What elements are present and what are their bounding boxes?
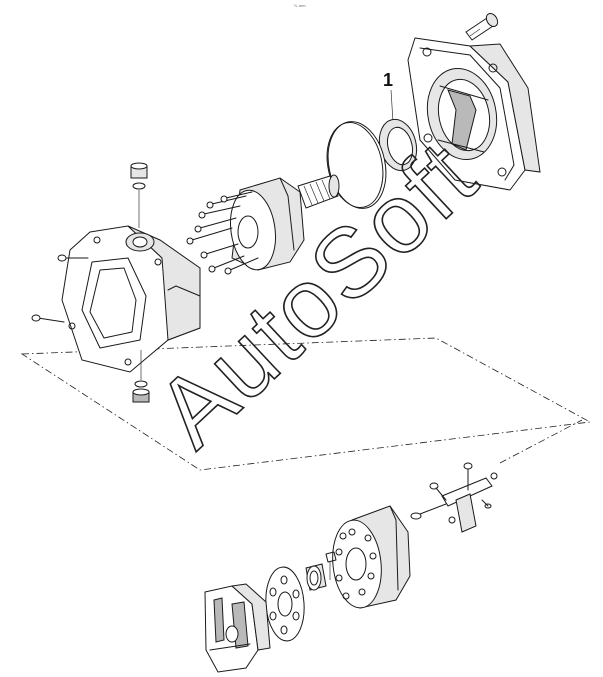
callout-1: 1 (383, 70, 394, 123)
header-tiny-text: *L.mm (294, 3, 306, 8)
cylinder-block (332, 505, 411, 609)
flange-housing (407, 37, 541, 191)
shaft-seal-ring (378, 118, 418, 172)
flange-bolt (465, 12, 499, 41)
bottom-plug (132, 350, 150, 403)
center-pin (325, 551, 337, 580)
port-end-cover (204, 583, 271, 673)
top-plug (130, 162, 148, 228)
valve-plate (265, 566, 305, 642)
dowel-pin-lower (31, 314, 65, 323)
callout-label: 1 (383, 70, 393, 90)
drive-shaft-assembly (186, 174, 340, 275)
dowel-pin-upper (57, 254, 89, 262)
valve-manifold (410, 462, 498, 533)
assembly-boundary-dashed (20, 337, 592, 471)
assembly-axis-line (499, 419, 583, 464)
flange-bolts (186, 191, 259, 275)
motor-housing (61, 225, 201, 373)
o-ring-disc (326, 121, 387, 209)
needle-bearing (305, 563, 327, 591)
